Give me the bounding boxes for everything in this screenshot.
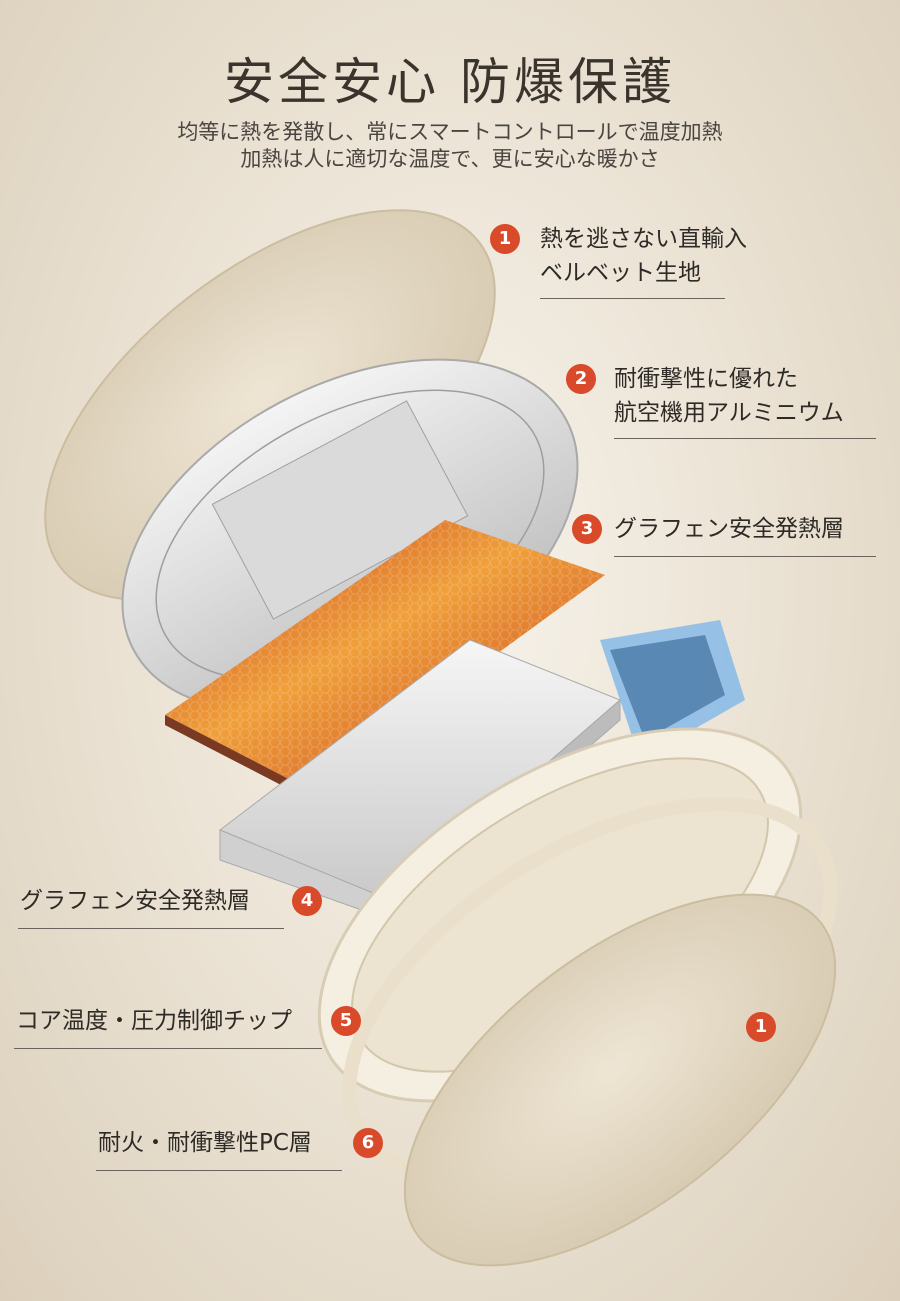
layer-1-underline [540,298,725,299]
layer-4-badge: 4 [292,886,322,916]
layer-3-label: グラフェン安全発熱層 [614,512,844,546]
layer-2-badge: 2 [566,364,596,394]
layer-4-label-line-1: グラフェン安全発熱層 [20,888,250,914]
graphene-heating-layer [165,520,605,800]
layer-4-label: グラフェン安全発熱層 [20,884,250,918]
layer-5-underline [14,1048,322,1049]
layer-1-badge: 1 [490,224,520,254]
layer-3-underline [614,556,876,557]
layer-6-badge: 6 [353,1128,383,1158]
subtitle-line-1: 均等に熱を発散し、常にスマートコントロールで温度加熱 [177,120,723,144]
layer-6-label: 耐火・耐衝撃性PC層 [98,1126,312,1160]
layer-2-label: 耐衝撃性に優れた 航空機用アルミニウム [614,362,844,430]
subtitle-line-2: 加熱は人に適切な温度で、更に安心な暖かさ [240,147,660,171]
layer-1-label-line-1: 熱を逃さない直輸入 [540,226,747,252]
bottom-velvet-pad [403,893,837,1267]
layer-5-label-line-1: コア温度・圧力制御チップ [16,1008,292,1034]
layer-3-badge: 3 [572,514,602,544]
layer-2-label-line-2: 航空機用アルミニウム [614,400,844,426]
layer-6-underline [96,1170,342,1171]
layer-5-badge: 5 [331,1006,361,1036]
layer-5-label: コア温度・圧力制御チップ [16,1004,292,1038]
layer-2-underline [614,438,876,439]
page-title: 安全安心 防爆保護 [224,53,676,111]
layer-2-label-line-1: 耐衝撃性に優れた [614,366,798,392]
layer-1-label: 熱を逃さない直輸入 ベルベット生地 [540,222,747,290]
bottom-pad-badge: 1 [746,1012,776,1042]
layer-6-label-line-1: 耐火・耐衝撃性PC層 [98,1130,312,1156]
layer-3-label-line-1: グラフェン安全発熱層 [614,516,844,542]
layer-4-underline [18,928,284,929]
layer-1-label-line-2: ベルベット生地 [540,260,701,286]
